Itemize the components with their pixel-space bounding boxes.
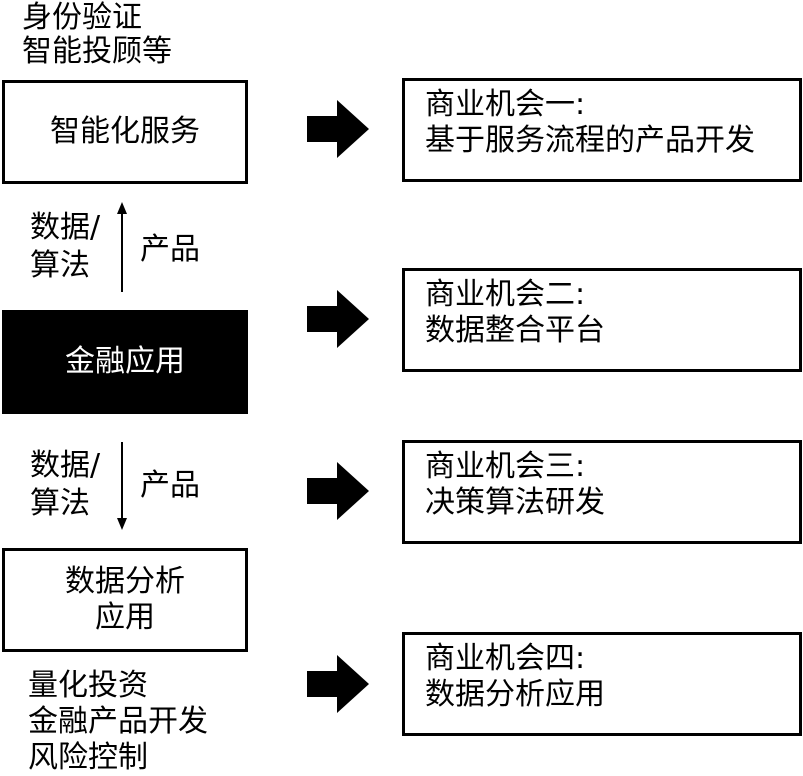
smart-service-label: 智能化服务: [50, 114, 200, 149]
data-analysis-box: 数据分析 应用: [2, 548, 248, 652]
top-note-robo-advisor: 智能投顾等: [22, 34, 172, 69]
opportunity-text-2: 商业机会二: 数据整合平台: [425, 277, 605, 349]
opportunity-box-2: 商业机会二: 数据整合平台: [402, 268, 802, 372]
upper-left-label-line2: 算法: [30, 248, 90, 283]
data-analysis-label-line1: 数据分析: [65, 564, 185, 599]
smart-service-box: 智能化服务: [2, 80, 248, 184]
opportunity-box-1: 商业机会一: 基于服务流程的产品开发: [402, 78, 802, 182]
opportunity-title-3: 商业机会三:: [425, 449, 586, 484]
data-analysis-label-line2: 应用: [95, 600, 155, 635]
opportunity-desc-2: 数据整合平台: [425, 313, 605, 348]
opportunity-desc-1: 基于服务流程的产品开发: [425, 123, 755, 158]
top-note-identity: 身份验证: [22, 0, 142, 35]
upper-left-label-line1: 数据/: [30, 210, 101, 245]
opportunity-desc-3: 决策算法研发: [425, 485, 605, 520]
block-arrow-icon-4: [307, 655, 369, 713]
opportunity-title-1: 商业机会一:: [425, 87, 586, 122]
opportunity-text-3: 商业机会三: 决策算法研发: [425, 449, 605, 521]
lower-left-label-line1: 数据/: [30, 448, 101, 483]
opportunity-text-4: 商业机会四: 数据分析应用: [425, 641, 605, 713]
opportunity-desc-4: 数据分析应用: [425, 677, 605, 712]
financial-application-box: 金融应用: [2, 310, 248, 414]
block-arrow-icon-3: [307, 462, 369, 520]
opportunity-box-4: 商业机会四: 数据分析应用: [402, 632, 802, 736]
upper-right-label: 产品: [140, 232, 200, 267]
bottom-note-product-dev: 金融产品开发: [28, 704, 208, 739]
lower-left-label-line2: 算法: [30, 486, 90, 521]
block-arrow-icon-2: [307, 290, 369, 348]
opportunity-title-4: 商业机会四:: [425, 641, 586, 676]
opportunity-box-3: 商业机会三: 决策算法研发: [402, 440, 802, 544]
opportunity-title-2: 商业机会二:: [425, 277, 586, 312]
up-arrow-icon: [117, 202, 127, 292]
down-arrow-icon: [117, 442, 127, 530]
bottom-note-quant: 量化投资: [28, 668, 148, 703]
lower-right-label: 产品: [140, 468, 200, 503]
opportunity-text-1: 商业机会一: 基于服务流程的产品开发: [425, 87, 755, 159]
bottom-note-risk: 风险控制: [28, 740, 148, 775]
financial-application-label: 金融应用: [65, 344, 185, 379]
block-arrow-icon-1: [307, 100, 369, 158]
